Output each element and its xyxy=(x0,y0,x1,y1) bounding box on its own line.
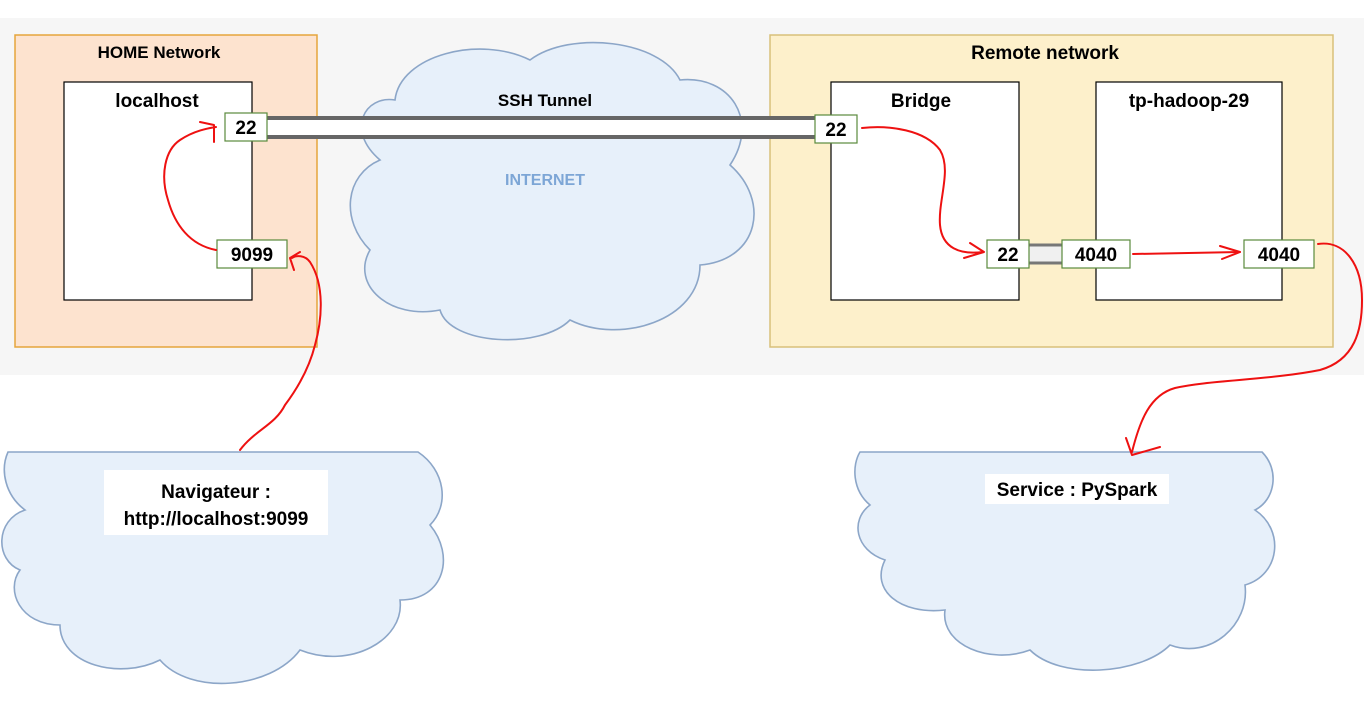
browser-label-line2: http://localhost:9099 xyxy=(124,509,309,530)
port-localhost-22-label: 22 xyxy=(235,118,256,139)
ssh-tunnel-pipe xyxy=(260,116,820,139)
arrowhead-4040-to-4040 xyxy=(1219,245,1241,260)
service-cloud xyxy=(854,451,1276,671)
arrowhead-9099-to-22 xyxy=(199,121,215,143)
port-localhost-9099: 9099 xyxy=(216,239,288,269)
arrowhead-browser-to-9099 xyxy=(289,251,301,271)
arrow-9099-to-22 xyxy=(163,126,217,251)
port-hadoop-4040-left-label: 4040 xyxy=(1075,245,1117,266)
arrow-bridge-22-to-22 xyxy=(861,126,984,254)
service-label: Service : PySpark xyxy=(997,480,1158,501)
data-flow-arrows xyxy=(163,121,1363,456)
port-bridge-22-bottom: 22 xyxy=(986,239,1030,269)
internal-link-pipe xyxy=(1025,243,1069,265)
internet-label: INTERNET xyxy=(505,172,585,189)
port-hadoop-4040-left: 4040 xyxy=(1061,239,1131,269)
home-network-title: HOME Network xyxy=(98,43,221,62)
port-localhost-22: 22 xyxy=(224,112,268,142)
remote-network-title: Remote network xyxy=(971,43,1119,64)
ssh-tunnel-label: SSH Tunnel xyxy=(498,91,592,110)
arrowhead-4040-to-service xyxy=(1125,437,1161,456)
port-localhost-9099-label: 9099 xyxy=(231,245,273,266)
browser-label-line1: Navigateur : xyxy=(161,482,271,503)
port-hadoop-4040-right: 4040 xyxy=(1243,239,1315,269)
arrow-4040-to-service xyxy=(1131,242,1363,453)
bridge-title: Bridge xyxy=(891,91,951,112)
port-bridge-22-top-label: 22 xyxy=(825,120,846,141)
port-bridge-22-bottom-label: 22 xyxy=(997,245,1018,266)
arrow-browser-to-9099 xyxy=(239,255,322,451)
arrow-4040-to-4040 xyxy=(1132,251,1241,255)
port-bridge-22-top: 22 xyxy=(814,114,858,144)
arrowhead-bridge-22-to-22 xyxy=(963,242,985,259)
hadoop-title: tp-hadoop-29 xyxy=(1129,91,1249,112)
browser-label-box xyxy=(104,470,328,535)
port-hadoop-4040-right-label: 4040 xyxy=(1258,245,1300,266)
localhost-title: localhost xyxy=(115,91,199,112)
service-label-box xyxy=(985,474,1169,504)
